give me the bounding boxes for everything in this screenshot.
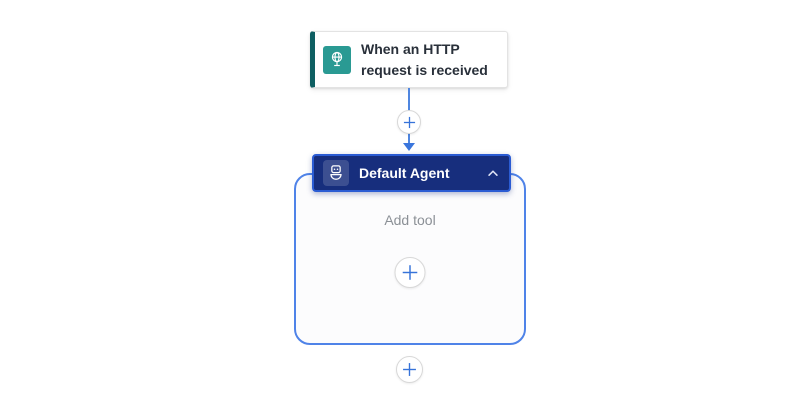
add-tool-label: Add tool <box>384 212 436 228</box>
trigger-title: When an HTTP request is received <box>361 40 488 78</box>
chevron-up-icon[interactable] <box>486 166 500 180</box>
add-action-button[interactable] <box>396 356 423 383</box>
add-tool-button[interactable] <box>394 257 426 288</box>
agent-bot-icon <box>323 160 349 186</box>
plus-icon <box>402 265 418 280</box>
agent-title: Default Agent <box>359 165 450 181</box>
trigger-card-http-request[interactable]: When an HTTP request is received <box>310 31 508 88</box>
connector-arrowhead-icon <box>403 143 415 151</box>
agent-scope-container: Add tool <box>294 173 526 345</box>
plus-icon <box>403 363 416 376</box>
plus-icon <box>403 116 415 128</box>
agent-card-header[interactable]: Default Agent <box>312 154 511 192</box>
http-request-globe-icon <box>323 45 351 74</box>
insert-step-button[interactable] <box>397 110 421 134</box>
